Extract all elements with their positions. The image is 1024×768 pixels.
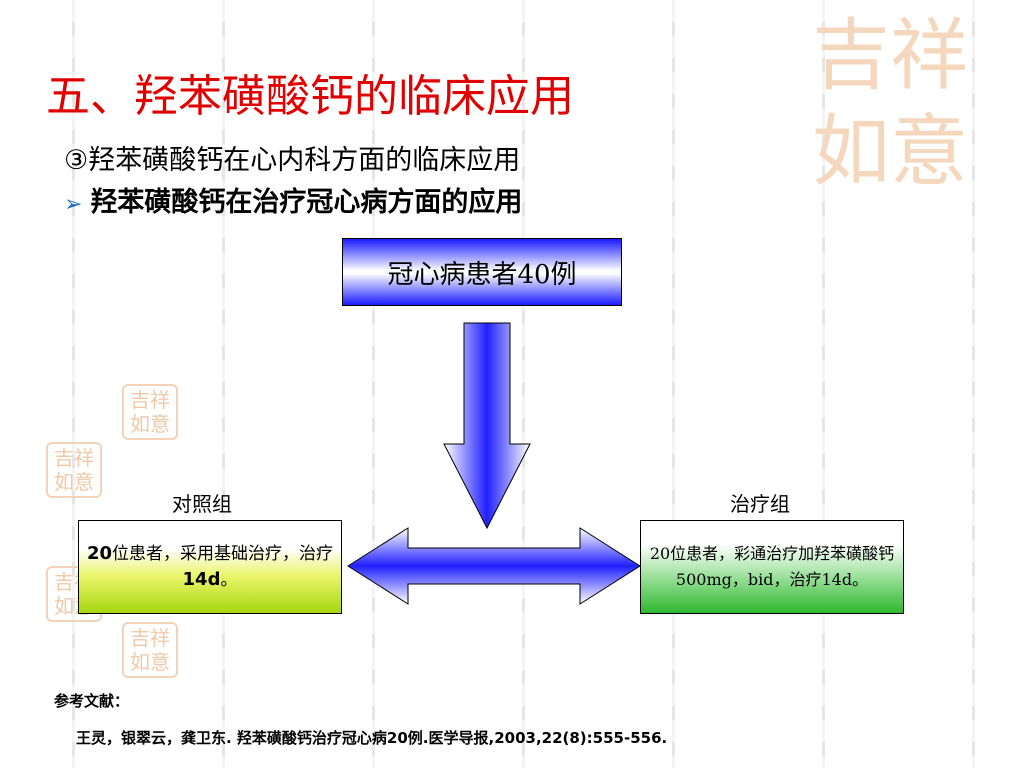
double-arrow bbox=[347, 527, 641, 605]
control-group-text: 20位患者，采用基础治疗，治疗14d。 bbox=[86, 543, 334, 590]
reference-text: 王灵，银翠云，龚卫东. 羟苯磺酸钙治疗冠心病20例.医学导报,2003,22(8… bbox=[76, 729, 668, 747]
decorative-seal-large: 吉祥如意 bbox=[811, 11, 968, 197]
bullet-arrow-icon: ➢ bbox=[64, 192, 83, 217]
slide-title: 五、羟苯磺酸钙的临床应用 bbox=[46, 71, 574, 122]
decorative-seal-small-4: 吉祥如意 bbox=[122, 622, 178, 678]
decorative-seal-small-2: 吉祥如意 bbox=[46, 442, 102, 498]
treatment-group-text: 20位患者，彩通治疗加羟苯磺酸钙500mg，bid，治疗14d。 bbox=[649, 544, 895, 589]
bullet-heading-text: 羟苯磺酸钙在治疗冠心病方面的应用 bbox=[90, 187, 523, 218]
treatment-group-label: 治疗组 bbox=[730, 492, 790, 516]
control-group-label: 对照组 bbox=[172, 492, 232, 516]
patients-box: 冠心病患者40例 bbox=[342, 238, 622, 306]
bullet-heading: ➢ 羟苯磺酸钙在治疗冠心病方面的应用 bbox=[64, 180, 522, 219]
section-subtitle: ③羟苯磺酸钙在心内科方面的临床应用 bbox=[64, 145, 521, 176]
down-arrow bbox=[443, 322, 531, 530]
treatment-group-box: 20位患者，彩通治疗加羟苯磺酸钙500mg，bid，治疗14d。 bbox=[640, 520, 904, 614]
control-group-box: 20位患者，采用基础治疗，治疗14d。 bbox=[78, 520, 342, 614]
reference-heading: 参考文献： bbox=[54, 692, 130, 710]
decorative-seal-small-1: 吉祥如意 bbox=[122, 384, 178, 440]
